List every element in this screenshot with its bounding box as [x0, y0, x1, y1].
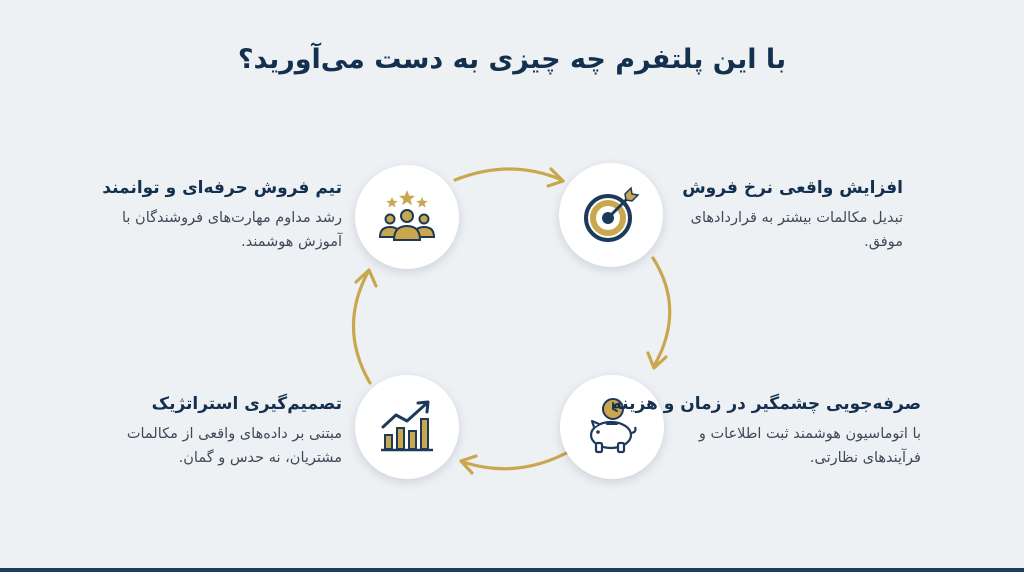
piggy-bank-clock-icon	[589, 398, 637, 454]
page-title: با این پلتفرم چه چیزی به دست می‌آورید؟	[237, 44, 787, 75]
sales-title: افزایش واقعی نرخ فروش	[682, 178, 903, 198]
cycle-arrowhead-top	[546, 167, 565, 188]
cycle-arrow-right	[651, 256, 672, 368]
strategy-card: تصمیم‌گیری استراتژیک مبتنی بر داده‌های و…	[92, 394, 342, 470]
cycle-arrowhead-bottom	[459, 454, 478, 475]
cycle-arrow-left	[351, 270, 372, 385]
cycle-arrow-bottom	[461, 448, 574, 471]
savings-card: صرفه‌جویی چشمگیر در زمان و هزینه با اتوم…	[611, 394, 921, 470]
target-icon	[584, 186, 640, 242]
savings-description: با اتوماسیون هوشمند ثبت اطلاعات و فرآیند…	[698, 426, 921, 466]
savings-title: صرفه‌جویی چشمگیر در زمان و هزینه	[611, 394, 921, 414]
team-card: تیم فروش حرفه‌ای و توانمند رشد مداوم مها…	[92, 178, 342, 254]
team-title: تیم فروش حرفه‌ای و توانمند	[102, 178, 342, 198]
team-description: رشد مداوم مهارت‌های فروشندگان با آموزش ه…	[121, 210, 342, 250]
sales-description: تبدیل مکالمات بیشتر به قراردادهای موفق.	[690, 210, 903, 250]
target-node	[559, 163, 663, 267]
strategy-title: تصمیم‌گیری استراتژیک	[151, 394, 342, 414]
savings-node	[560, 375, 664, 479]
cycle-arrowhead-right	[646, 351, 668, 370]
team-node	[355, 165, 459, 269]
cycle-arrowhead-left	[354, 268, 378, 288]
cycle-arrow-top	[453, 167, 564, 182]
chart-node	[355, 375, 459, 479]
bottom-strip	[0, 568, 1024, 572]
team-stars-icon	[378, 190, 436, 241]
strategy-description: مبتنی بر داده‌های واقعی از مکالمات مشتری…	[126, 426, 342, 466]
growth-chart-icon	[381, 400, 433, 452]
sales-card: افزایش واقعی نرخ فروش تبدیل مکالمات بیشت…	[653, 178, 903, 254]
